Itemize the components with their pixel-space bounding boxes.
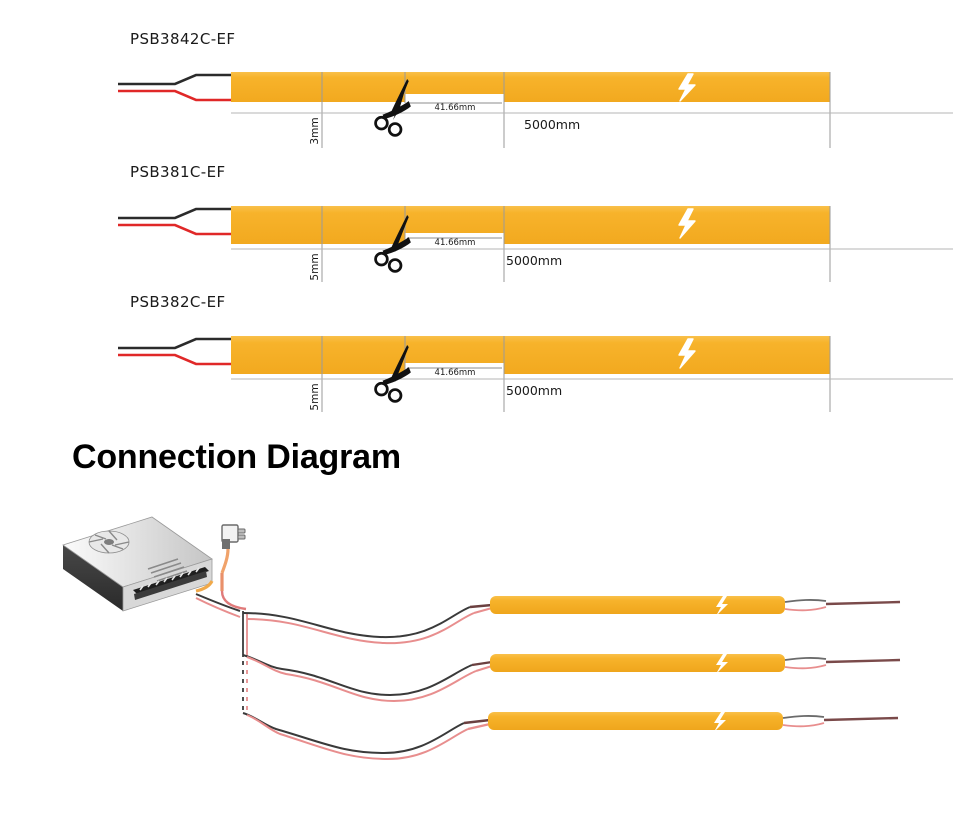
lead-wire-red-3 [118, 353, 231, 366]
connection-diagram [62, 516, 901, 761]
wire-bus [242, 611, 248, 713]
lead-wire-red-1 [118, 89, 231, 102]
led-strip-1 [490, 596, 901, 616]
branch-wire-2 [242, 654, 493, 703]
led-strip-body-3 [231, 336, 830, 374]
led-strip-1-body [490, 596, 785, 614]
output-wire-negative [195, 593, 241, 612]
branch-wire-1 [242, 603, 493, 645]
led-strip-body-1 [231, 72, 830, 102]
spec-model-title-1: PSB3842C-EF [130, 30, 236, 48]
cut-notch-2 [405, 233, 504, 245]
lightning-bolt-icon [716, 654, 728, 674]
lead-wire-black-1 [118, 73, 231, 86]
strip-diagram-3: 5mm 41.66mm 5000mm [118, 336, 953, 412]
lightning-bolt-icon [678, 338, 696, 369]
cut-notch-1 [405, 94, 504, 103]
lead-wire-red-2 [118, 223, 231, 236]
scissors-icon [374, 345, 411, 403]
spec-model-title-2: PSB381C-EF [130, 163, 226, 181]
led-strip-2 [490, 654, 901, 674]
total-length-label-2: 5000mm [506, 253, 562, 268]
scissors-icon [374, 79, 411, 137]
spec-row-3: PSB382C-EF [0, 260, 953, 415]
total-length-label-3: 5000mm [506, 383, 562, 398]
thickness-label-1: 3mm [309, 117, 321, 144]
spec-row-2: PSB381C-EF [0, 130, 953, 285]
cut-length-label-3: 41.66mm [435, 368, 476, 378]
psu-terminal-block [133, 567, 209, 600]
spec-row-1: PSB3842C-EF [0, 0, 953, 155]
lightning-bolt-icon [678, 73, 696, 102]
spec-model-title-3: PSB382C-EF [130, 293, 226, 311]
cut-length-label-2: 41.66mm [435, 238, 476, 248]
led-strip-2-body [490, 654, 785, 672]
ac-mains-wire [220, 590, 247, 611]
led-strip-body-2 [231, 206, 830, 244]
output-wire-positive [195, 597, 241, 618]
led-strip-3-body [488, 712, 783, 730]
psu-vent-slots [147, 558, 191, 586]
cut-notch-3 [405, 363, 504, 375]
lead-wire-black-2 [118, 207, 231, 220]
psu-output-wire [195, 580, 214, 593]
power-supply-unit [62, 516, 214, 612]
connection-diagram-heading: Connection Diagram [72, 438, 401, 476]
strip-diagram-2: 5mm 41.66mm 5000mm [118, 206, 953, 282]
total-length-label-1: 5000mm [524, 117, 580, 132]
scissors-icon [374, 215, 411, 273]
fan-grille-icon [88, 530, 130, 554]
thickness-label-3: 5mm [309, 383, 321, 410]
cut-length-label-1: 41.66mm [435, 103, 476, 113]
lightning-bolt-icon [714, 712, 726, 732]
led-strip-3 [488, 712, 899, 732]
thickness-label-2: 5mm [309, 253, 321, 280]
ac-plug-icon [220, 524, 246, 591]
branch-wire-3 [242, 712, 491, 761]
strip-diagram-1: 3mm 41.66mm 5000mm [118, 72, 953, 148]
lead-wire-black-3 [118, 337, 231, 350]
lightning-bolt-icon [716, 596, 728, 616]
lightning-bolt-icon [678, 208, 696, 239]
